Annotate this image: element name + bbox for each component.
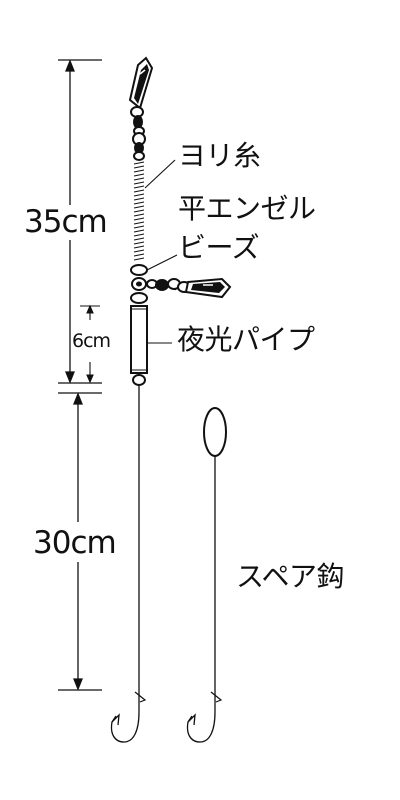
spare-hook-icon (186, 456, 216, 743)
glow-pipe-icon (130, 305, 148, 374)
glow-pipe-label: 夜光パイプ (177, 323, 315, 356)
bead-upper (130, 264, 148, 276)
dimension-35cm-label: 35cm (24, 204, 108, 240)
spare-hook-eye (203, 407, 227, 457)
top-snap-icon (128, 56, 154, 161)
bead-lower (130, 292, 148, 304)
flat-swivel-label: 平エンゼル (178, 192, 316, 225)
flat-swivel-icon (131, 277, 232, 299)
bead-bottom (132, 374, 146, 386)
dimension-6cm-label: 6cm (72, 330, 111, 352)
dimension-35cm (58, 59, 102, 384)
dimension-30cm (58, 392, 102, 691)
dimension-30cm-label: 30cm (33, 525, 117, 561)
twisted-line-coil (133, 161, 145, 261)
spare-hook-label: スペア鈎 (236, 560, 345, 593)
main-hook-icon (110, 386, 140, 743)
twisted-line-label: ヨリ糸 (178, 139, 261, 172)
beads-label: ビーズ (178, 231, 260, 264)
dimension-6cm (80, 304, 100, 384)
